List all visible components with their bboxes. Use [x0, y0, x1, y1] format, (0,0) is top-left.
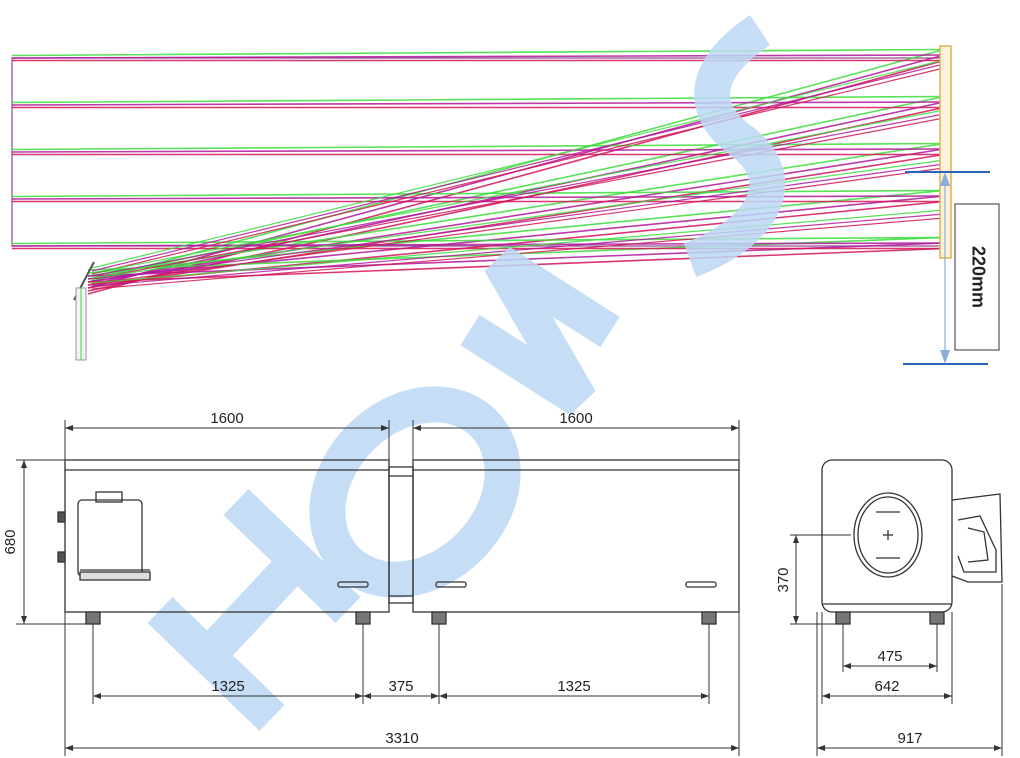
- aperture-dimension: 220mm: [903, 171, 1000, 365]
- ray: [91, 59, 945, 269]
- ray: [91, 117, 945, 280]
- ray: [11, 195, 945, 200]
- dim-gap-label: 375: [388, 678, 413, 695]
- side-aperture: [853, 492, 923, 578]
- ray: [91, 63, 945, 272]
- ray: [11, 242, 945, 247]
- watermark-letter-o: [309, 386, 521, 598]
- handle: [435, 581, 467, 588]
- ray: [91, 67, 945, 275]
- ray: [11, 189, 945, 198]
- dim-total-length-label: 3310: [385, 730, 418, 747]
- ray: [91, 209, 945, 284]
- ray: [11, 236, 945, 245]
- fold-mirror: [73, 261, 95, 361]
- dim-feet-left-label: 1325: [211, 678, 244, 695]
- ray: [91, 163, 945, 282]
- dimension-lines: [16, 420, 1003, 756]
- ray: [91, 213, 945, 287]
- dim-side-inner-label: 475: [877, 648, 902, 665]
- watermark-letter-s: [683, 15, 786, 277]
- handle: [685, 581, 717, 588]
- ray: [11, 142, 945, 151]
- ray: [87, 48, 945, 283]
- front-view-drawing: [57, 459, 740, 625]
- watermark-letter-h: [147, 489, 361, 731]
- side-view-drawing: [790, 459, 1003, 625]
- handle: [337, 581, 369, 588]
- dim-side-outer-label: 642: [874, 678, 899, 695]
- ray: [11, 148, 945, 153]
- dim-axis-height-label: 370: [775, 567, 792, 592]
- ray: [91, 167, 945, 285]
- ray: [11, 101, 945, 106]
- dimension-labels: 1600 1600 680 1325 375 1325 3310 370 475…: [2, 410, 923, 747]
- ray: [11, 54, 945, 59]
- watermark-letter-n: [460, 246, 620, 416]
- ray: [11, 48, 945, 57]
- side-housing: [821, 459, 953, 613]
- dim-feet-right-label: 1325: [557, 678, 590, 695]
- ray: [87, 142, 945, 277]
- optical-ray-diagram: 220mm: [11, 45, 1000, 365]
- aperture-label: 220mm: [968, 246, 988, 308]
- light-source-box: [77, 499, 143, 577]
- dim-height-label: 680: [2, 529, 19, 554]
- right-tube: [412, 459, 740, 613]
- ray: [91, 113, 945, 277]
- dim-side-total-label: 917: [897, 730, 922, 747]
- ray: [91, 159, 945, 279]
- ray: [91, 109, 945, 274]
- ray-bundle: [11, 48, 945, 295]
- dim-tube-left-label: 1600: [210, 410, 243, 427]
- side-extension: [951, 493, 1003, 583]
- dimension-arrows: [21, 425, 1002, 751]
- hons-watermark: [147, 15, 786, 731]
- dim-tube-right-label: 1600: [559, 410, 592, 427]
